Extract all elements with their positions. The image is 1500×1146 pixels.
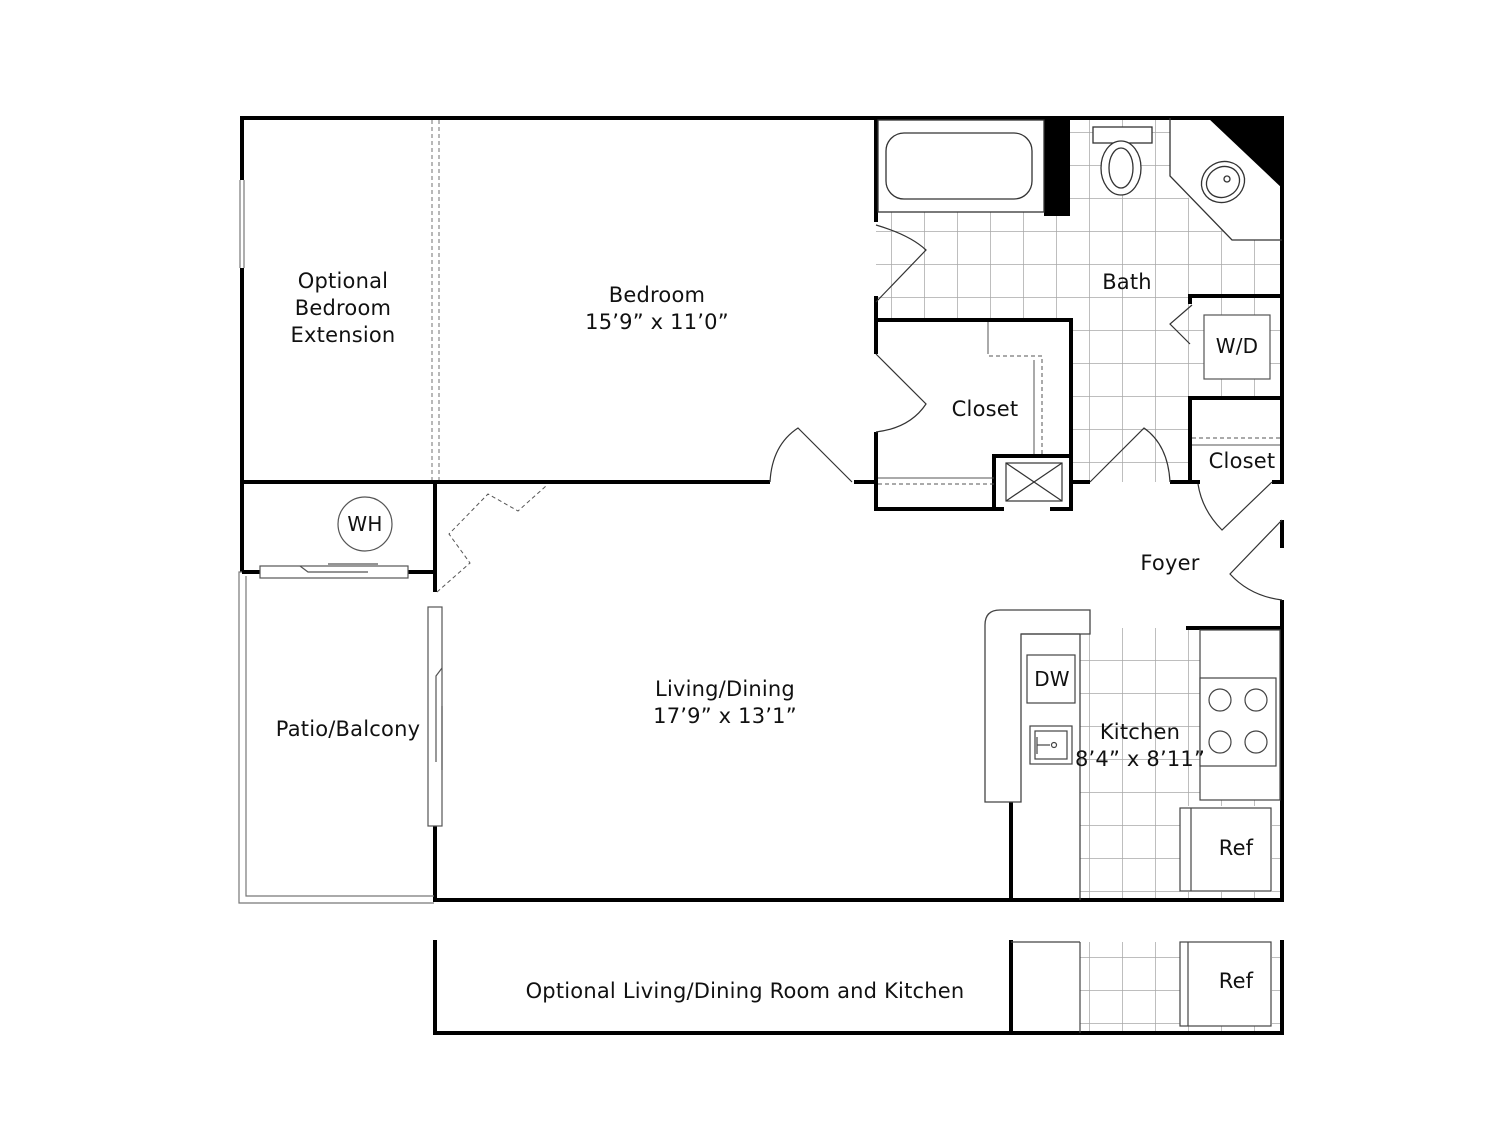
toilet [1092,126,1153,196]
bathtub [877,119,1045,213]
label-line: Extension [290,323,396,347]
optional-wall-dashed [436,485,547,593]
room-label-living-dining: Living/Dining 17’9” x 13’1” [625,676,825,730]
walls [240,116,1284,1035]
label-refrigerator: Ref [1218,836,1254,860]
room-label-closet-bedroom: Closet [951,397,1019,421]
label-line: Bedroom [294,296,392,320]
room-label-foyer: Foyer [1140,551,1200,575]
label-optional-refrigerator: Ref [1218,969,1254,993]
patio-outline [238,571,434,904]
room-label-water-heater: WH [347,512,383,536]
room-name: Living/Dining [655,677,795,701]
room-label-bedroom: Bedroom 15’9” x 11’0” [567,282,747,336]
room-dimensions: 17’9” x 13’1” [653,704,797,728]
washer-dryer-box [1203,314,1271,380]
room-label-closet-foyer: Closet [1208,449,1276,473]
bath-wall-block [1044,118,1070,216]
room-label-patio-balcony: Patio/Balcony [275,717,421,741]
room-label-optional-bedroom-extension: Optional Bedroom Extension [268,268,418,349]
bathroom-sink [1169,118,1282,241]
hvac-chase [1005,462,1063,502]
water-heater-icon [337,496,393,552]
room-dimensions: 15’9” x 11’0” [585,310,729,334]
patio-sliding-door [427,606,443,827]
closet-rods [878,322,1280,479]
label-optional-living-dining-kitchen: Optional Living/Dining Room and Kitchen [525,979,965,1003]
label-dishwasher: DW [1034,667,1070,691]
extension-divider [431,120,440,480]
kitchen-sink [1029,725,1073,765]
door-swings [769,224,1283,601]
room-label-washer-dryer: W/D [1215,334,1259,358]
label-line: Optional [297,269,389,293]
dishwasher-box [1026,654,1076,704]
bath-corner-block [1208,118,1284,190]
kitchen-peninsula [984,609,1091,900]
window-left [239,180,245,268]
room-label-bath: Bath [1102,270,1152,294]
refrigerator-box [1179,807,1272,892]
room-name: Bedroom [608,283,706,307]
stove [1199,629,1281,801]
room-name: Kitchen [1099,720,1181,744]
optional-refrigerator-box [1011,941,1272,1033]
room-dimensions: 8’4” x 8’11” [1074,747,1206,771]
room-label-kitchen: Kitchen 8’4” x 8’11” [1068,719,1212,773]
wh-closet-door [259,563,409,579]
